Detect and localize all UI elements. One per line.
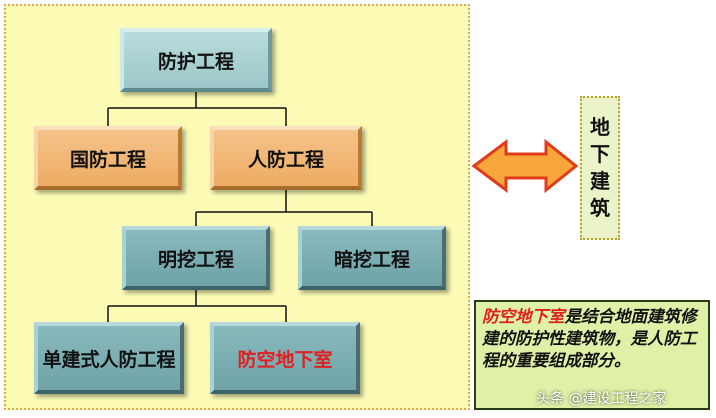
side-label-char: 筑 <box>590 196 610 220</box>
connector-civil-children <box>195 190 373 226</box>
connector-root-children <box>107 92 287 126</box>
double-arrow-icon <box>471 138 579 194</box>
note-highlight: 防空地下室 <box>482 307 565 326</box>
watermark: 头条 @建设工程之家 <box>536 391 667 407</box>
definition-note: 防空地下室是结合地面建筑修建的防护性建筑物，是人防工程的重要组成部分。 <box>474 300 710 410</box>
note-body: 是结合地面建筑修建的防护性建筑物，是人防工程的重要组成部分。 <box>482 307 697 370</box>
node-tunnel: 暗挖工程 <box>298 226 446 290</box>
side-label-char: 下 <box>590 142 610 166</box>
side-label-char: 建 <box>590 169 610 193</box>
underground-building-label: 地 下 建 筑 <box>580 96 620 240</box>
side-label-char: 地 <box>590 115 610 139</box>
node-national: 国防工程 <box>34 126 182 190</box>
node-open-cut: 明挖工程 <box>122 226 270 290</box>
node-root: 防护工程 <box>120 28 272 92</box>
node-civil: 人防工程 <box>210 126 362 190</box>
node-basement: 防空地下室 <box>210 322 360 394</box>
note-text: 防空地下室是结合地面建筑修建的防护性建筑物，是人防工程的重要组成部分。 <box>482 306 702 372</box>
node-standalone: 单建式人防工程 <box>34 322 184 394</box>
connector-opencut-children <box>107 290 287 322</box>
